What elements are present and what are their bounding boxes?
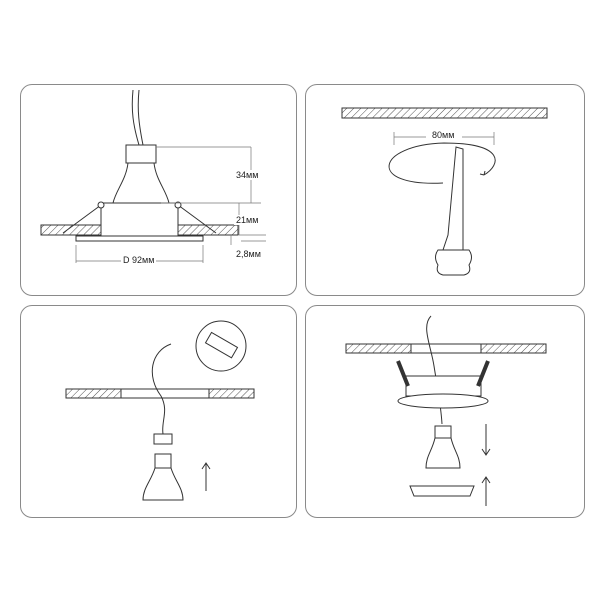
wire — [131, 89, 144, 146]
ceiling — [341, 107, 548, 119]
lamp-bulb — [142, 467, 184, 501]
panel-install — [305, 305, 585, 518]
cable — [426, 315, 443, 425]
spring-clips — [396, 360, 490, 387]
dim-flange-2-8: 2,8мм — [234, 249, 263, 259]
dim-diameter-92: D 92мм — [121, 255, 157, 265]
rotation-arrow — [388, 142, 496, 184]
arrow-down-icon — [481, 424, 491, 456]
arrow-up-icon — [481, 476, 491, 506]
fixture-body — [405, 375, 482, 397]
connector — [153, 433, 173, 445]
ceiling-right — [208, 388, 255, 399]
cutout-drawing — [341, 107, 548, 276]
saw-blade — [442, 146, 464, 251]
lamp-base — [434, 425, 452, 439]
saw-handle — [435, 249, 472, 276]
arrow-up-icon — [201, 462, 211, 491]
ceiling-left — [345, 343, 412, 354]
fixture-dimension-drawing — [40, 89, 266, 263]
dim-height-21: 21мм — [234, 215, 261, 225]
lamp-bulb — [112, 162, 170, 204]
installation-drawing — [345, 315, 547, 506]
cable — [151, 343, 172, 435]
panel-wiring — [20, 305, 297, 518]
trim-ring — [409, 485, 475, 497]
fixture-body — [100, 202, 179, 237]
ceiling-right — [480, 343, 547, 354]
lamp-socket — [125, 144, 157, 164]
spring-clips — [62, 204, 217, 234]
fixture-flange — [397, 393, 489, 409]
panel-cutout: 80мм — [305, 84, 585, 296]
dim-height-34: 34мм — [234, 170, 261, 180]
fixture-flange — [75, 235, 204, 242]
dimension-line — [393, 132, 495, 145]
wiring-drawing — [65, 320, 255, 501]
dim-hole-80: 80мм — [430, 130, 457, 140]
lamp-base — [154, 453, 172, 469]
lamp-bulb — [425, 437, 461, 469]
panel-dimensions: 34мм 21мм 2,8мм D 92мм — [20, 84, 297, 296]
terminal-block — [204, 331, 239, 359]
ceiling-left — [65, 388, 122, 399]
